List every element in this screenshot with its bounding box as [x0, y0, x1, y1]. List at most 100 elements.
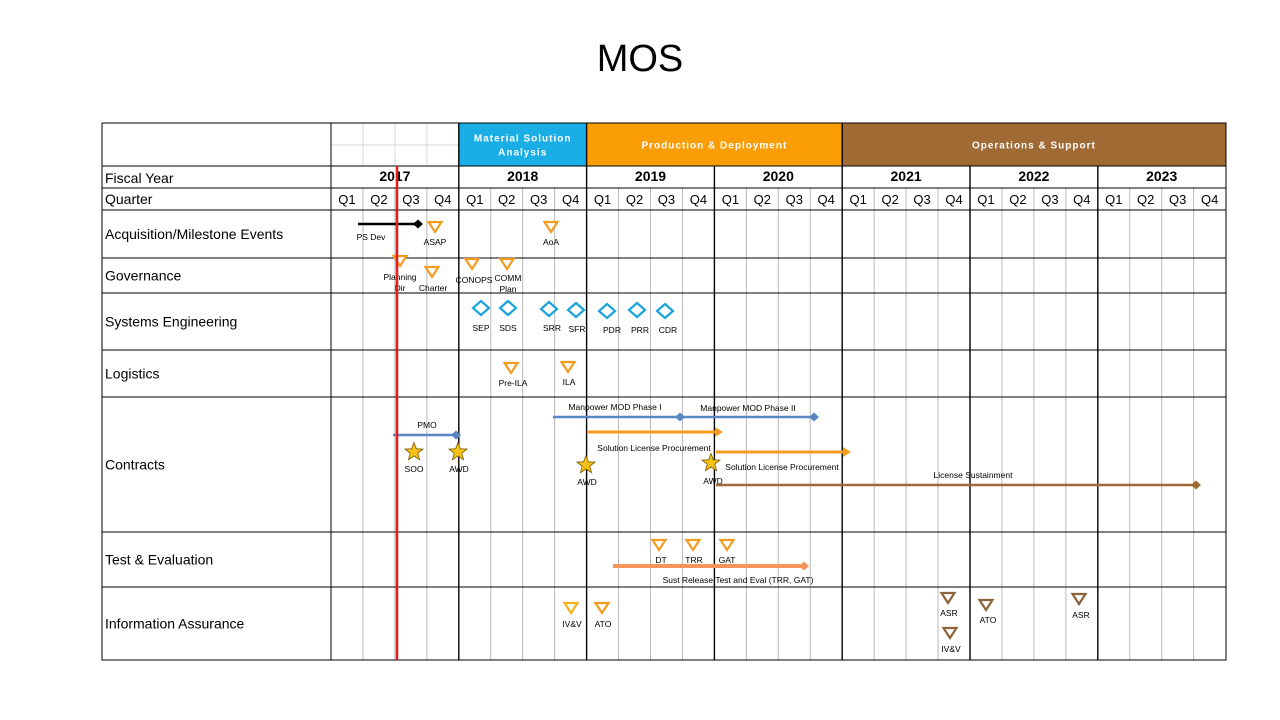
- milestone-triangle: [562, 601, 580, 616]
- row-label: Systems Engineering: [105, 314, 237, 330]
- solution-license-procurement-2-bar-end: [843, 447, 851, 457]
- event-label-sep: SEP: [472, 323, 489, 333]
- review-diamond: [655, 302, 675, 320]
- milestone-triangle: [559, 360, 577, 375]
- solution-license-procurement-1-label: Solution License Procurement: [597, 443, 711, 453]
- milestone-triangle: [650, 538, 668, 553]
- quarter-label: Q4: [1073, 192, 1090, 207]
- quarter-label: Q1: [466, 192, 483, 207]
- event-label-asr: ASR: [940, 608, 957, 618]
- quarter-label: Q3: [913, 192, 930, 207]
- event-label-trr: TRR: [685, 555, 702, 565]
- quarter-label: Q3: [658, 192, 675, 207]
- quarter-label: Q2: [1009, 192, 1026, 207]
- quarter-label: Q4: [562, 192, 579, 207]
- quarter-label: Q2: [626, 192, 643, 207]
- milestone-triangle: [391, 254, 409, 269]
- event-label-conops: CONOPS: [456, 275, 493, 285]
- phase-header-band: [458, 123, 587, 166]
- review-diamond: [627, 301, 647, 319]
- row-label: Logistics: [105, 366, 159, 382]
- quarter-label: Q3: [786, 192, 803, 207]
- quarter-label: Q1: [338, 192, 355, 207]
- row-label: Contracts: [105, 457, 165, 473]
- event-label-asr: ASR: [1072, 610, 1089, 620]
- row-label: Governance: [105, 268, 181, 284]
- quarter-label: Q1: [594, 192, 611, 207]
- quarter-label: Q3: [530, 192, 547, 207]
- row-label: Test & Evaluation: [105, 552, 213, 568]
- quarter-label: Q2: [881, 192, 898, 207]
- manpower-phase-2-label: Manpower MOD Phase II: [700, 403, 795, 413]
- event-label-sds: SDS: [499, 323, 517, 333]
- event-label-gat: GAT: [719, 555, 736, 565]
- event-label-ato: ATO: [595, 619, 612, 629]
- manpower-phase-2-bar-end: [809, 412, 819, 422]
- quarter-label: Q3: [402, 192, 419, 207]
- row-label: Information Assurance: [105, 616, 245, 632]
- event-label-awd: AWD: [703, 476, 723, 486]
- quarter-label: Q1: [850, 192, 867, 207]
- event-label-pre-ila: Pre-ILA: [499, 378, 528, 388]
- quarter-label: Q2: [1137, 192, 1154, 207]
- fiscal-year-label: 2018: [507, 168, 538, 184]
- milestone-triangle: [463, 257, 481, 272]
- event-label-awd: AWD: [577, 477, 597, 487]
- quarter-label: Q4: [1201, 192, 1218, 207]
- ps-dev-bar-end: [413, 219, 423, 229]
- event-label-comm-plan: Plan: [499, 284, 516, 294]
- event-label-cdr: CDR: [659, 325, 677, 335]
- milestone-triangle: [977, 598, 995, 613]
- milestone-triangle: [426, 220, 444, 235]
- award-star: [575, 454, 597, 474]
- milestone-triangle: [718, 538, 736, 553]
- review-diamond: [498, 299, 518, 317]
- ps-dev-label: PS Dev: [357, 232, 387, 242]
- milestone-triangle: [542, 220, 560, 235]
- event-label-comm-plan: COMM: [495, 273, 522, 283]
- event-label-iv-v: IV&V: [941, 644, 961, 654]
- review-diamond: [566, 301, 586, 319]
- quarter-label: Q3: [1041, 192, 1058, 207]
- award-star: [700, 452, 722, 472]
- fiscal-year-label: 2021: [891, 168, 922, 184]
- milestone-triangle: [498, 257, 516, 272]
- milestone-triangle: [1070, 592, 1088, 607]
- phase-label: Analysis: [498, 148, 547, 159]
- event-label-ato: ATO: [980, 615, 997, 625]
- phase-label: Material Solution: [474, 134, 572, 145]
- event-label-iv-v: IV&V: [562, 619, 582, 629]
- event-label-pdr: PDR: [603, 325, 621, 335]
- milestone-triangle: [939, 591, 957, 606]
- solution-license-procurement-1-bar-end: [715, 427, 723, 437]
- phase-label: Operations & Support: [972, 141, 1096, 152]
- event-label-sfr: SFR: [569, 324, 586, 334]
- quarter-label: Q2: [370, 192, 387, 207]
- review-diamond: [597, 302, 617, 320]
- event-label-srr: SRR: [543, 323, 561, 333]
- sust-release-test-label: Sust Release Test and Eval (TRR, GAT): [663, 575, 814, 585]
- manpower-phase-1-label: Manpower MOD Phase I: [568, 402, 661, 412]
- quarter-label: Q1: [977, 192, 994, 207]
- quarter-label: Q4: [818, 192, 835, 207]
- row-label: Fiscal Year: [105, 170, 174, 186]
- review-diamond: [539, 300, 559, 318]
- fiscal-year-label: 2020: [763, 168, 794, 184]
- quarter-label: Q4: [945, 192, 962, 207]
- license-sustainment-label: License Sustainment: [934, 470, 1014, 480]
- row-label: Quarter: [105, 191, 153, 207]
- quarter-label: Q1: [1105, 192, 1122, 207]
- phase-label: Production & Deployment: [642, 141, 788, 152]
- event-label-soo: SOO: [405, 464, 424, 474]
- milestone-triangle: [502, 361, 520, 376]
- quarter-label: Q1: [722, 192, 739, 207]
- event-label-planning-dir: Dir: [395, 283, 406, 293]
- milestone-triangle: [593, 601, 611, 616]
- phase-header-band: [586, 123, 843, 166]
- event-label-planning-dir: Planning: [383, 272, 416, 282]
- event-label-prr: PRR: [631, 325, 649, 335]
- event-label-dt: DT: [655, 555, 666, 565]
- quarter-label: Q2: [498, 192, 515, 207]
- review-diamond: [471, 299, 491, 317]
